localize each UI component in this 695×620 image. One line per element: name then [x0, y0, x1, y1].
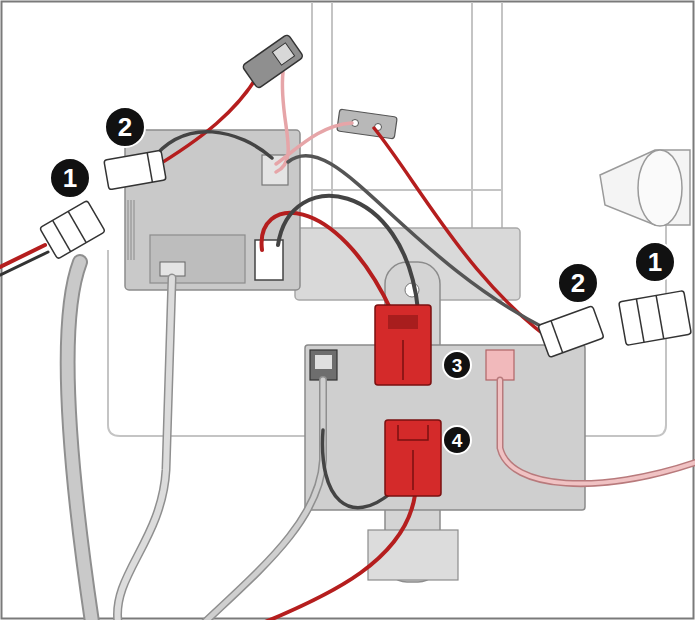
positive-wire — [500, 380, 695, 484]
connector-body — [385, 420, 441, 496]
frame-line — [312, 189, 502, 191]
negative-wire — [205, 380, 323, 620]
callout-number: 4 — [442, 425, 472, 455]
callout-number: 1 — [634, 241, 676, 283]
connector-line — [412, 450, 414, 490]
connector-latch — [398, 425, 428, 440]
frame-line — [471, 2, 473, 235]
top-plug — [242, 34, 304, 89]
positive-terminal — [486, 350, 514, 380]
battery-case — [305, 345, 585, 510]
controller-pins — [128, 200, 134, 260]
negative-terminal — [310, 350, 337, 380]
connector-grip — [388, 315, 418, 329]
connector-two-left — [104, 150, 166, 190]
connector-line — [402, 340, 404, 380]
connector-one-left — [40, 200, 106, 259]
frame-line — [331, 2, 333, 235]
plug-body — [242, 34, 304, 89]
positive-wire — [500, 380, 695, 484]
cylinder-part — [600, 150, 690, 226]
wiring — [0, 68, 695, 620]
battery — [305, 345, 585, 510]
cylinder-end — [638, 150, 682, 226]
callout-number: 2 — [104, 106, 146, 148]
plug-face — [272, 43, 294, 65]
red-wire — [374, 128, 562, 348]
terminal-face — [315, 355, 332, 369]
wire-bundle — [68, 262, 92, 620]
black-wire — [0, 252, 48, 276]
red-connector — [375, 305, 431, 385]
black-wire — [278, 196, 418, 310]
connector-two-right — [538, 306, 604, 358]
callout-number: 1 — [49, 157, 91, 199]
wire-bundle — [68, 262, 92, 620]
controller-panel — [150, 235, 245, 283]
frame-line — [501, 2, 503, 235]
black-wire — [322, 430, 392, 508]
red-wire — [150, 68, 262, 170]
connector-one-right — [619, 291, 692, 346]
negative-wire — [205, 380, 323, 620]
connector-body — [375, 305, 431, 385]
red-wire — [265, 495, 415, 620]
black-wire — [150, 132, 272, 162]
red-connector — [385, 420, 441, 496]
callout-number: 2 — [557, 262, 599, 304]
wire — [118, 278, 172, 620]
cylinder-body — [600, 150, 690, 225]
wire — [118, 278, 172, 620]
callout-number: 3 — [442, 350, 472, 380]
white-connectors — [40, 150, 692, 357]
